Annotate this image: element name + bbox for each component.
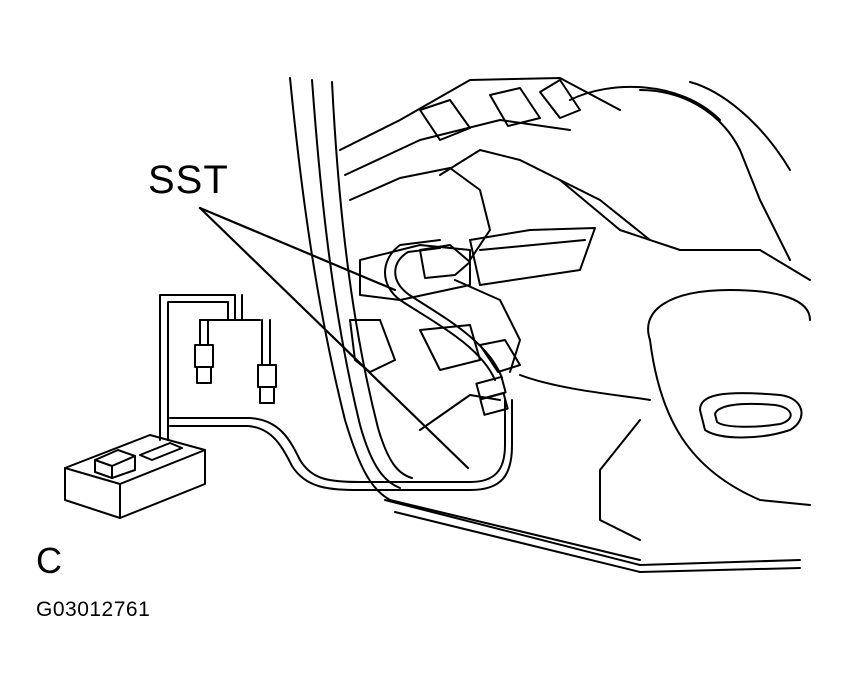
door-frame xyxy=(289,77,801,573)
sst-label: SST xyxy=(148,158,229,202)
sst-tester-box xyxy=(64,434,206,519)
sst-leader-lines xyxy=(198,206,470,470)
floor-sill xyxy=(419,374,651,431)
dashboard xyxy=(339,77,811,281)
sst-harness xyxy=(159,239,513,491)
view-letter: C xyxy=(36,540,62,581)
seat xyxy=(599,289,811,541)
figure-code: G03012761 xyxy=(36,598,151,621)
lower-panel xyxy=(349,227,596,373)
harness-connectors xyxy=(194,244,509,416)
